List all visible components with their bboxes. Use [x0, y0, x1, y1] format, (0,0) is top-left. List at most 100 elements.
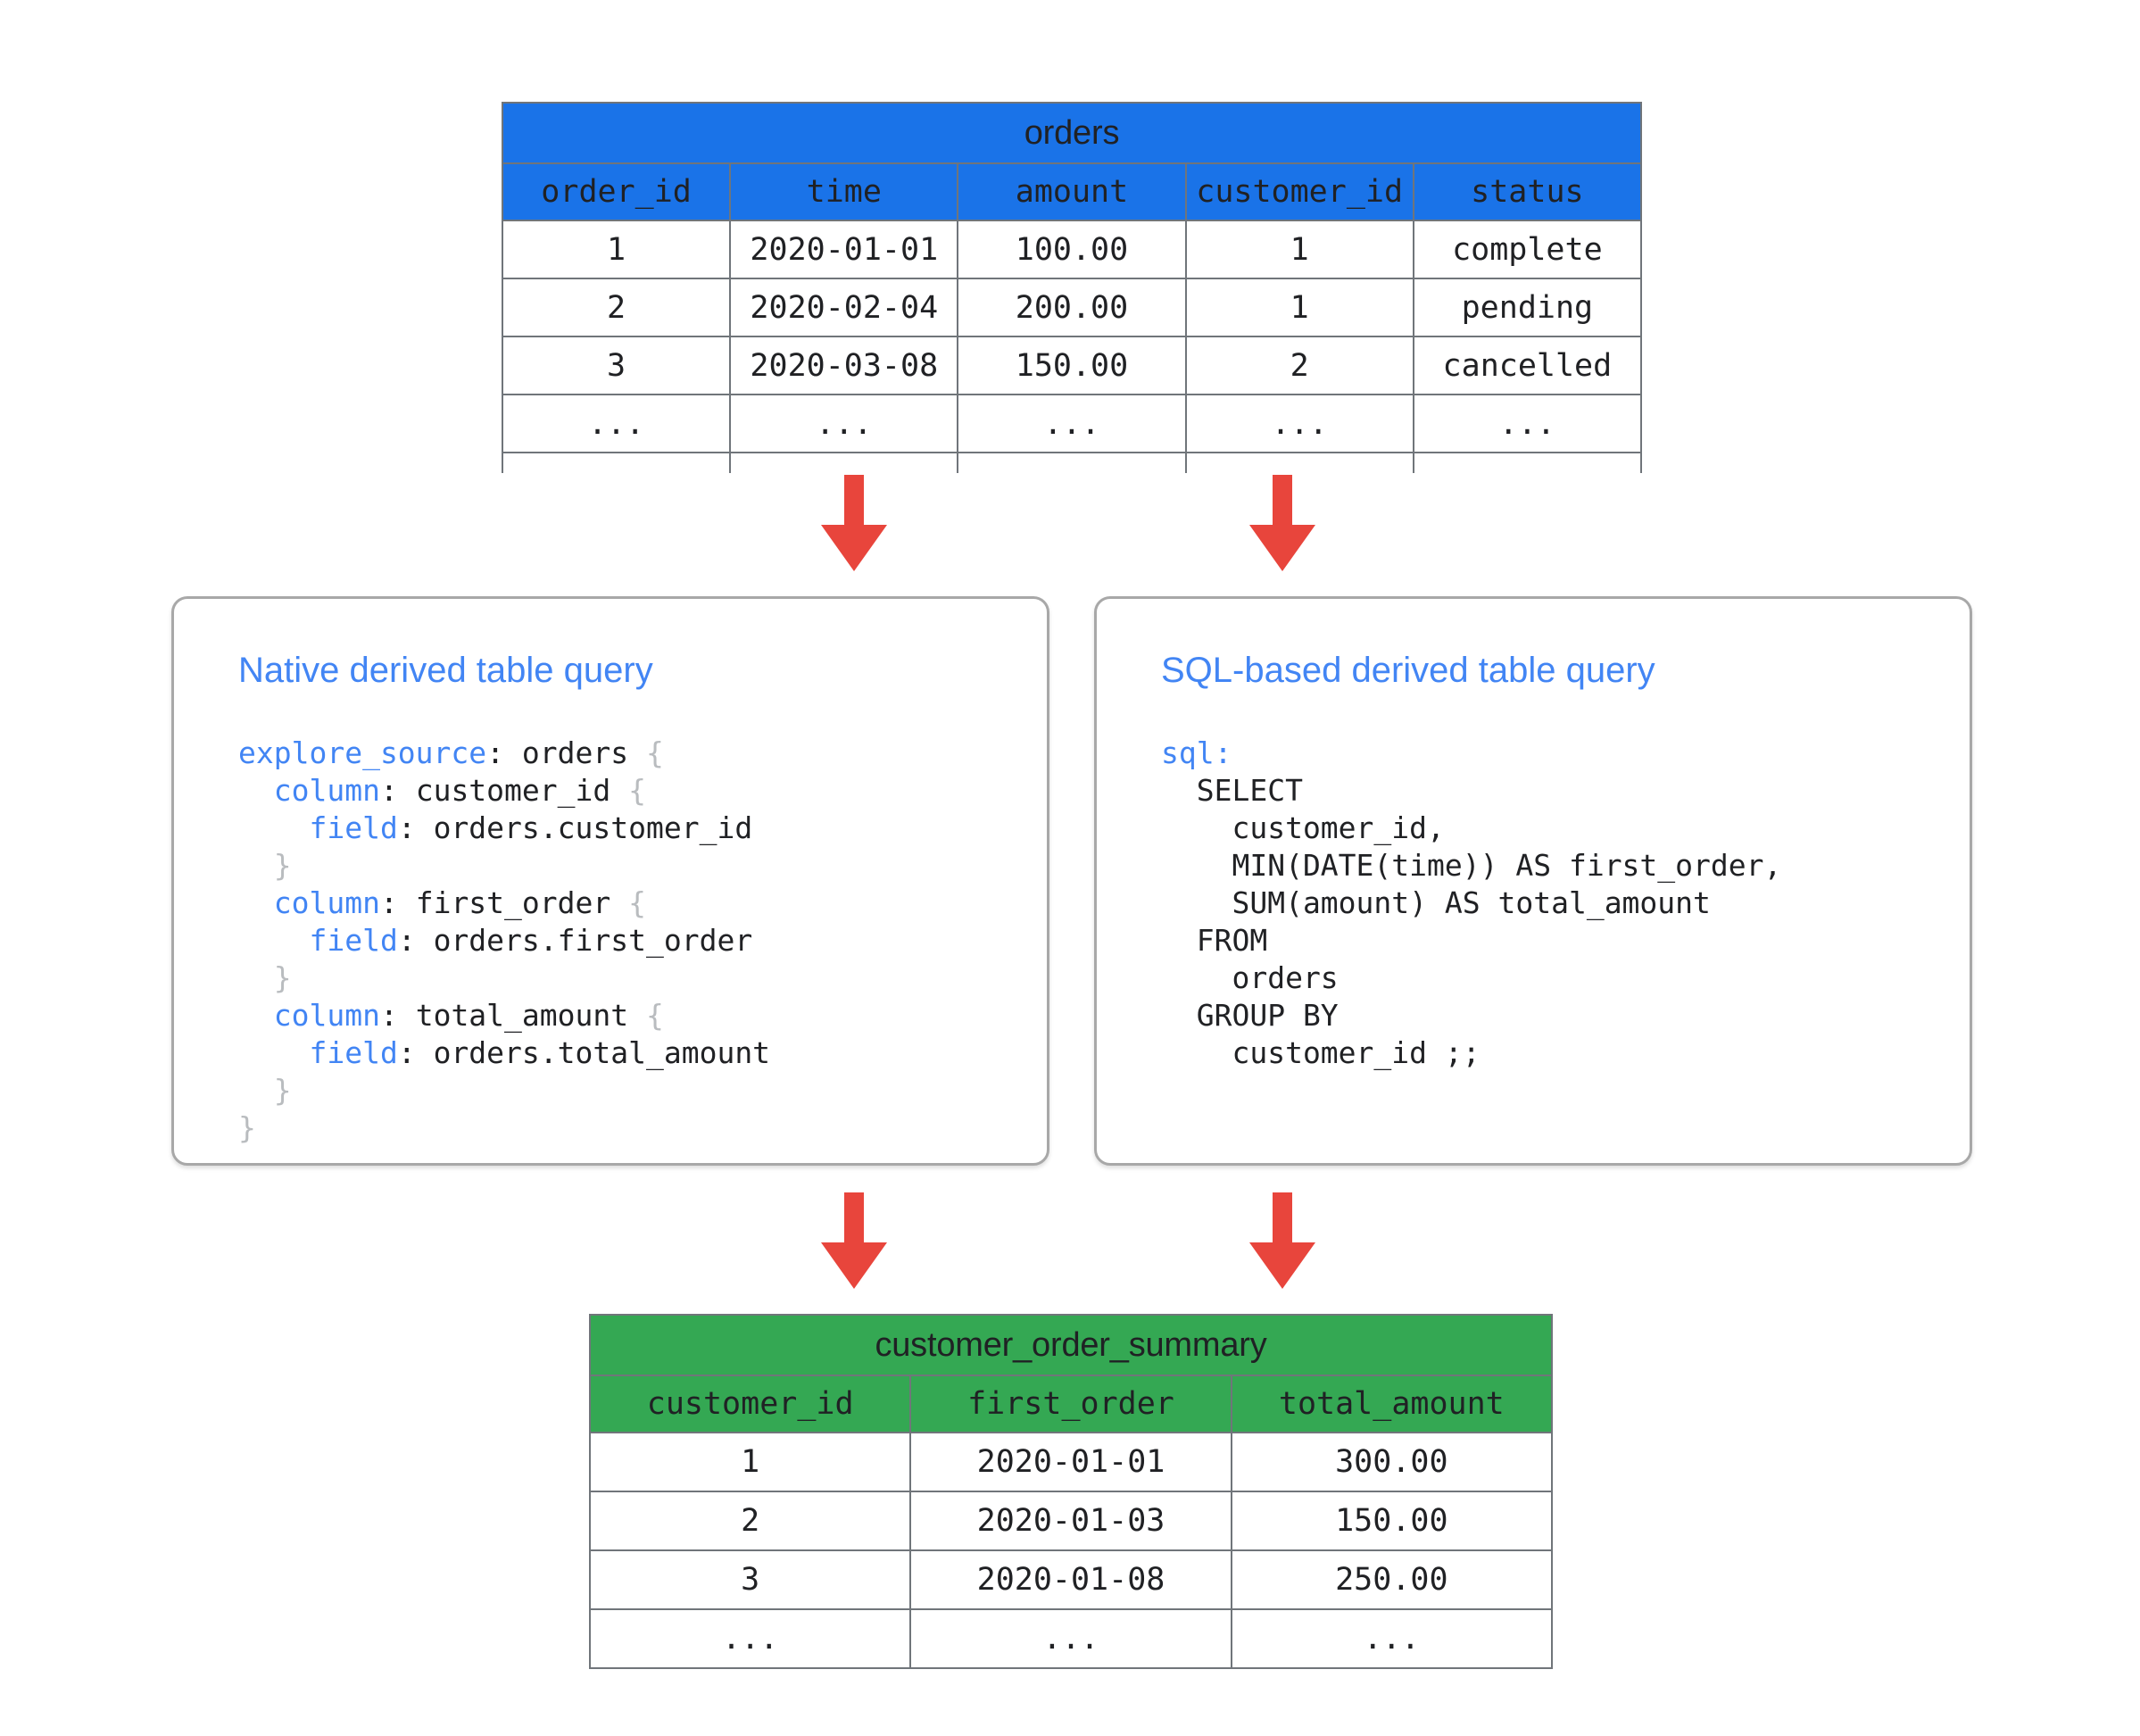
cell: 1 — [588, 1432, 912, 1492]
code-token: : — [1214, 735, 1232, 770]
cell: ... — [1412, 394, 1643, 453]
table-row: 1 2020-01-01 100.00 1 complete — [501, 220, 1643, 279]
arrow-native-to-summary — [821, 1192, 887, 1289]
result-table-title-row: customer_order_summary — [589, 1314, 1553, 1376]
cell: ... — [729, 394, 959, 453]
column-header-total-amount: total_amount — [1230, 1375, 1554, 1433]
code-token: MIN(DATE(time)) AS first_order, — [1161, 848, 1782, 883]
cell: 3 — [588, 1549, 912, 1610]
code-block-sql: sql: SELECT customer_id, MIN(DATE(time))… — [1161, 735, 1781, 1072]
cell: 2 — [1184, 336, 1414, 395]
cell: 1 — [1184, 278, 1414, 337]
card-title-sql: SQL-based derived table query — [1161, 651, 1655, 690]
code-token: { — [645, 998, 664, 1033]
cell: 1 — [501, 220, 732, 279]
code-token: : total_amount — [379, 998, 646, 1033]
cell: ... — [909, 1608, 1232, 1669]
cell: 2020-01-01 — [729, 220, 959, 279]
code-token: customer_id, — [1161, 810, 1445, 845]
code-token: { — [645, 735, 664, 770]
cell: 100.00 — [957, 220, 1187, 279]
arrow-orders-to-sql — [1249, 475, 1315, 571]
cell: ... — [1184, 394, 1414, 453]
code-token: : orders.first_order — [397, 923, 753, 958]
code-token — [238, 1073, 274, 1108]
column-header-status: status — [1412, 162, 1643, 221]
result-table-header-row: customer_id first_order total_amount — [588, 1375, 1554, 1433]
cell: 2020-02-04 — [729, 278, 959, 337]
cell: 3 — [501, 336, 732, 395]
card-native-derived-table: Native derived table query explore_sourc… — [171, 596, 1049, 1166]
table-row: 1 2020-01-01 300.00 — [588, 1432, 1554, 1492]
card-sql-derived-table: SQL-based derived table query sql: SELEC… — [1094, 596, 1972, 1166]
code-token — [238, 923, 309, 958]
code-token — [238, 810, 309, 845]
table-row-ellipsis: ... ... ... ... ... — [501, 394, 1643, 453]
column-header-amount: amount — [957, 162, 1187, 221]
code-token: explore_source — [238, 735, 487, 770]
code-token — [238, 773, 274, 808]
code-token: customer_id ;; — [1161, 1035, 1481, 1070]
code-token: } — [273, 848, 292, 883]
code-token — [238, 885, 274, 920]
code-token: : customer_id — [379, 773, 629, 808]
code-token: } — [273, 960, 292, 995]
cell: 250.00 — [1230, 1549, 1554, 1610]
code-token: : orders.customer_id — [397, 810, 753, 845]
code-token: SELECT — [1161, 773, 1303, 808]
code-token: FROM — [1161, 923, 1268, 958]
cell: 2 — [501, 278, 732, 337]
code-token: column — [273, 998, 380, 1033]
cell: ... — [588, 1608, 912, 1669]
arrow-orders-to-native — [821, 475, 887, 571]
cell: 1 — [1184, 220, 1414, 279]
table-row: 3 2020-03-08 150.00 2 cancelled — [501, 336, 1643, 395]
cell: 2020-01-08 — [909, 1549, 1232, 1610]
column-header-customer-id: customer_id — [588, 1375, 912, 1433]
code-token: field — [309, 810, 398, 845]
code-block-native: explore_source: orders { column: custome… — [238, 735, 770, 1147]
code-token: : first_order — [379, 885, 629, 920]
source-table-header-row: order_id time amount customer_id status — [501, 162, 1643, 221]
cell: ... — [1230, 1608, 1554, 1669]
code-token: { — [628, 773, 646, 808]
code-token: field — [309, 923, 398, 958]
code-token — [238, 960, 274, 995]
code-token: column — [273, 773, 380, 808]
cell: 2020-01-01 — [909, 1432, 1232, 1492]
cell: cancelled — [1412, 336, 1643, 395]
column-header-first-order: first_order — [909, 1375, 1232, 1433]
source-table-title-row: orders — [502, 102, 1642, 164]
code-token: : orders — [486, 735, 646, 770]
code-token — [238, 1035, 309, 1070]
cell: 2 — [588, 1491, 912, 1551]
cell: complete — [1412, 220, 1643, 279]
code-token — [238, 998, 274, 1033]
source-table-orders: orders order_id time amount customer_id … — [501, 102, 1643, 484]
card-title-native: Native derived table query — [238, 651, 653, 690]
column-header-order-id: order_id — [501, 162, 732, 221]
cell: ... — [957, 394, 1187, 453]
cell: ... — [501, 394, 732, 453]
code-token: { — [628, 885, 646, 920]
code-token: orders — [1161, 960, 1339, 995]
result-table-customer-order-summary: customer_order_summary customer_id first… — [588, 1314, 1554, 1669]
code-token: sql — [1161, 735, 1215, 770]
cell: 150.00 — [1230, 1491, 1554, 1551]
code-token: column — [273, 885, 380, 920]
code-token: } — [273, 1073, 292, 1108]
source-table-name: orders — [502, 102, 1642, 164]
result-table-name: customer_order_summary — [589, 1314, 1553, 1376]
table-row-ellipsis: ... ... ... — [588, 1608, 1554, 1669]
cell: 2020-03-08 — [729, 336, 959, 395]
arrow-sql-to-summary — [1249, 1192, 1315, 1289]
cell: 300.00 — [1230, 1432, 1554, 1492]
code-token: field — [309, 1035, 398, 1070]
code-token: SUM(amount) AS total_amount — [1161, 885, 1711, 920]
cell — [501, 452, 732, 484]
table-row: 2 2020-02-04 200.00 1 pending — [501, 278, 1643, 337]
code-token: : orders.total_amount — [397, 1035, 771, 1070]
cell: 200.00 — [957, 278, 1187, 337]
column-header-customer-id: customer_id — [1184, 162, 1414, 221]
